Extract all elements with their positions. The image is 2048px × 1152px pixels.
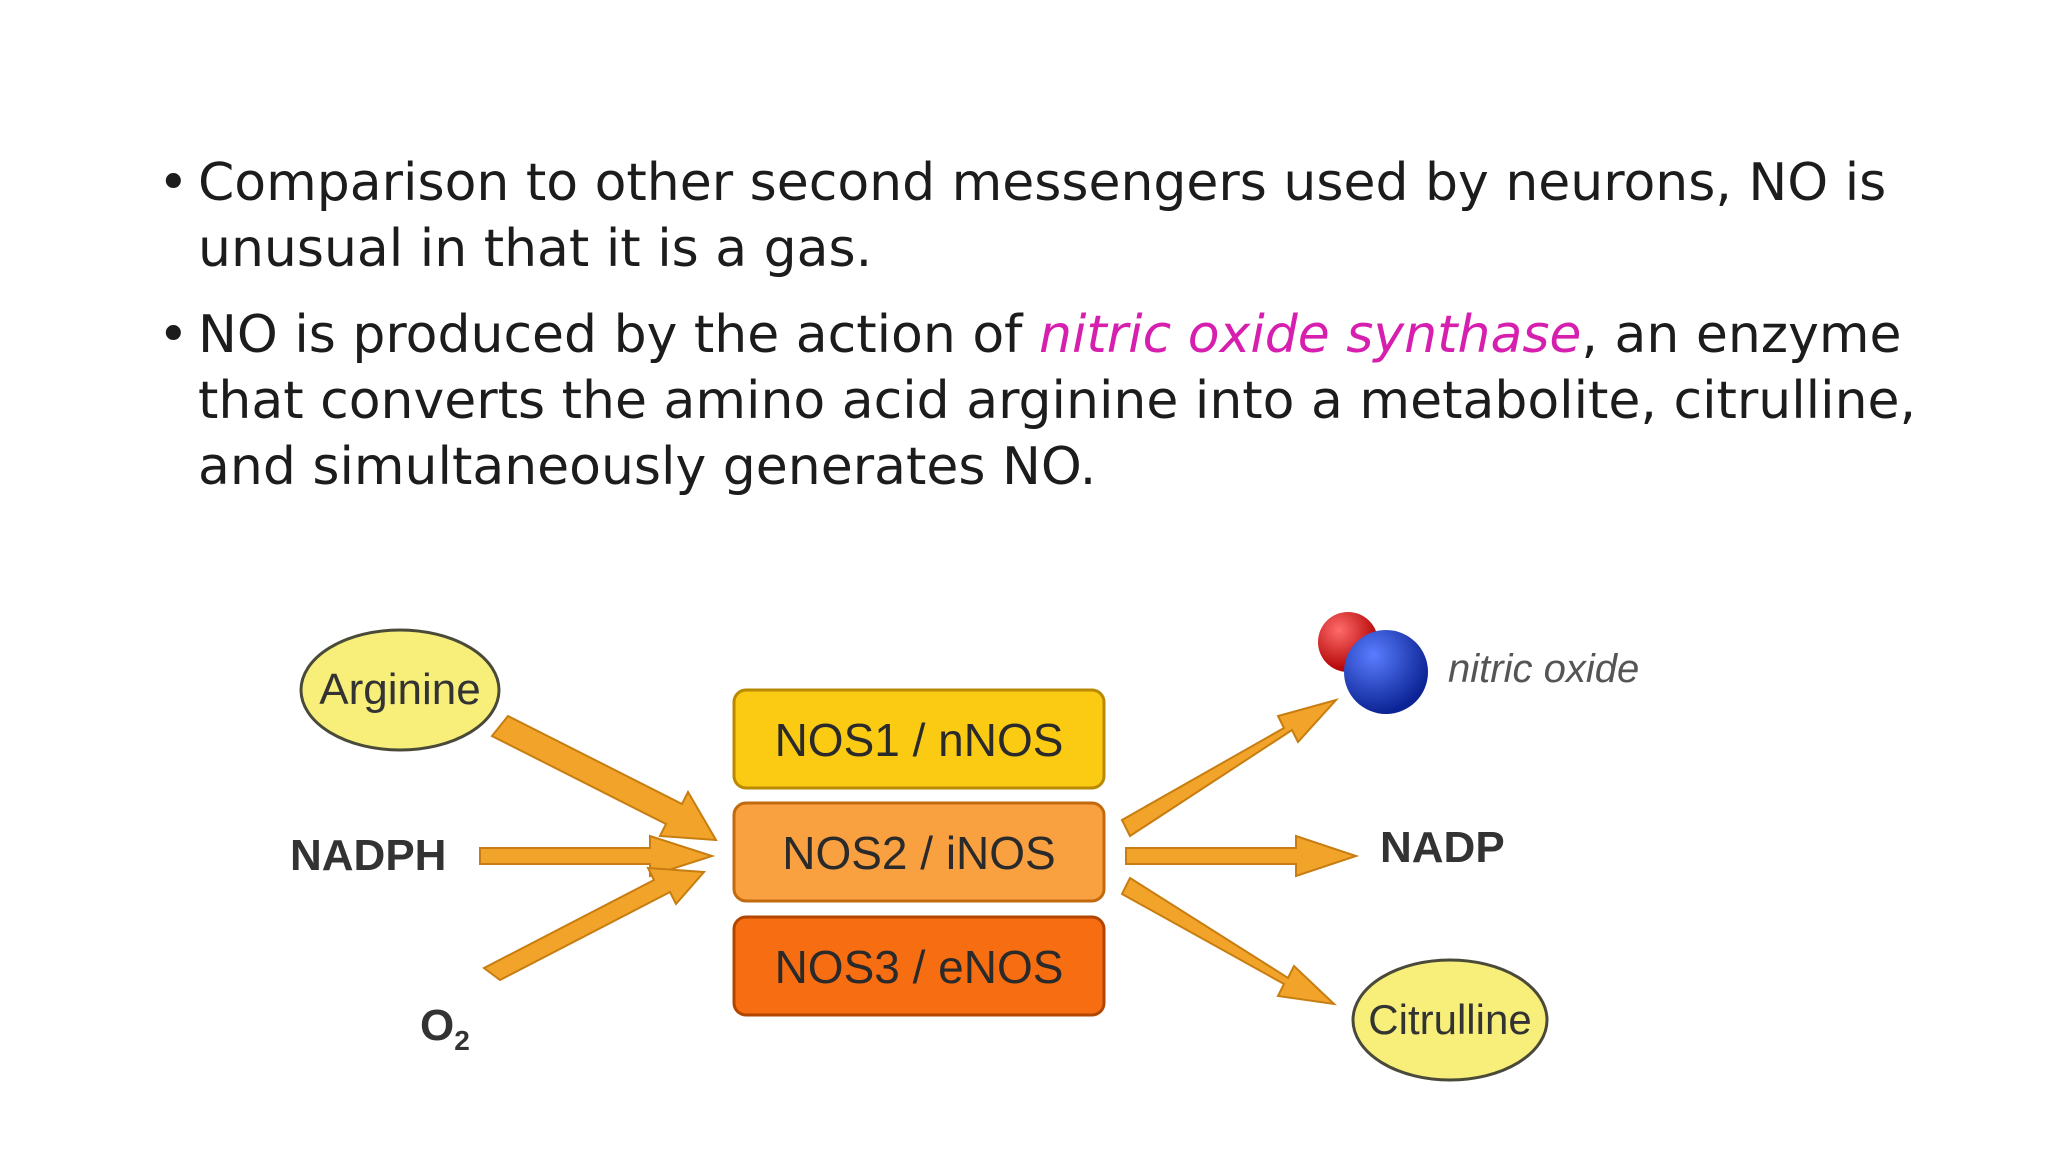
nitric-oxide-molecule-icon	[1318, 612, 1428, 714]
enzyme-stack: NOS1 / nNOS NOS2 / iNOS NOS3 / eNOS	[732, 688, 1106, 1017]
nitrogen-atom-icon	[1344, 630, 1428, 714]
enzyme-box-nos3	[732, 915, 1106, 1017]
enzyme-label-nos1: NOS1 / nNOS	[775, 714, 1064, 766]
output-arrows	[1120, 698, 1360, 1006]
arrow-nos-to-citrulline	[1120, 876, 1337, 1006]
arrow-arginine-to-nos	[490, 714, 718, 842]
arginine-label: Arginine	[319, 665, 480, 714]
input-arrows	[479, 714, 718, 982]
bullet-item-1: • Comparison to other second messengers …	[150, 150, 1930, 282]
bullet-text: Comparison to other second messengers us…	[198, 153, 1887, 279]
bullet-dot: •	[158, 305, 189, 365]
bullet-dot: •	[158, 153, 189, 213]
highlighted-term: nitric oxide synthase	[1039, 305, 1582, 365]
enzyme-box-nos1	[732, 688, 1106, 790]
arrow-nadph-to-nos	[479, 834, 716, 878]
nitric-oxide-label: nitric oxide	[1448, 647, 1639, 691]
arrow-nos-to-no	[1120, 698, 1340, 838]
bullet-item-2: • NO is produced by the action of nitric…	[150, 302, 1930, 500]
nadph-label: NADPH	[290, 831, 446, 880]
bullet-text-continued: , an enzyme that converts the amino acid…	[198, 305, 1917, 497]
nadp-label: NADP	[1380, 823, 1505, 872]
bullet-list: • Comparison to other second messengers …	[150, 150, 1930, 520]
arrow-nos-to-nadp	[1125, 834, 1360, 878]
arginine-ellipse	[299, 628, 501, 752]
citrulline-ellipse	[1351, 958, 1549, 1082]
enzyme-label-nos2: NOS2 / iNOS	[782, 827, 1056, 879]
bullet-text: NO is produced by the action of	[198, 305, 1039, 365]
arrow-o2-to-nos	[482, 866, 707, 982]
enzyme-label-nos3: NOS3 / eNOS	[775, 941, 1064, 993]
o2-label: O2	[420, 1001, 470, 1056]
citrulline-label: Citrulline	[1368, 996, 1531, 1043]
enzyme-box-nos2	[732, 801, 1106, 903]
